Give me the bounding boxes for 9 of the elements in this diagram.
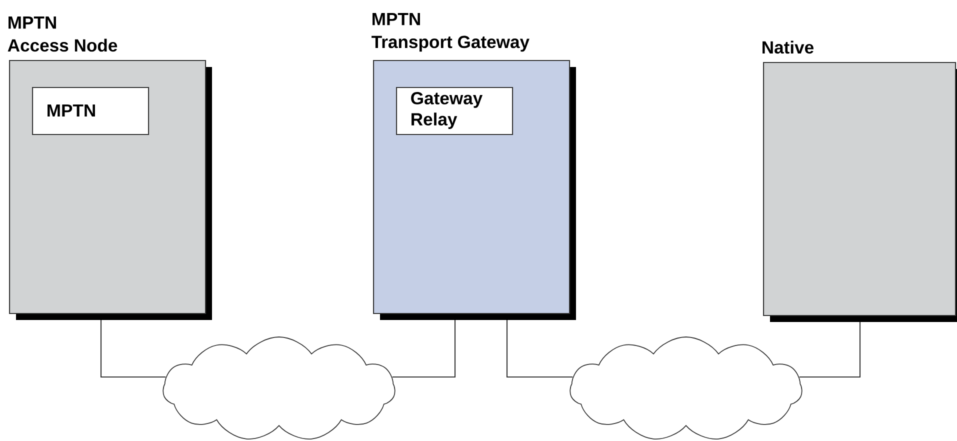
network-cloud (570, 336, 802, 440)
node-heading: MPTN Access Node (8, 16, 118, 52)
connection-line (506, 320, 573, 378)
connection-line (799, 322, 861, 378)
connection-line (392, 320, 456, 378)
connection-line (100, 320, 166, 378)
node-heading: Native (762, 40, 814, 54)
node-heading: MPTN Transport Gateway (372, 13, 530, 52)
network-cloud (162, 336, 396, 440)
